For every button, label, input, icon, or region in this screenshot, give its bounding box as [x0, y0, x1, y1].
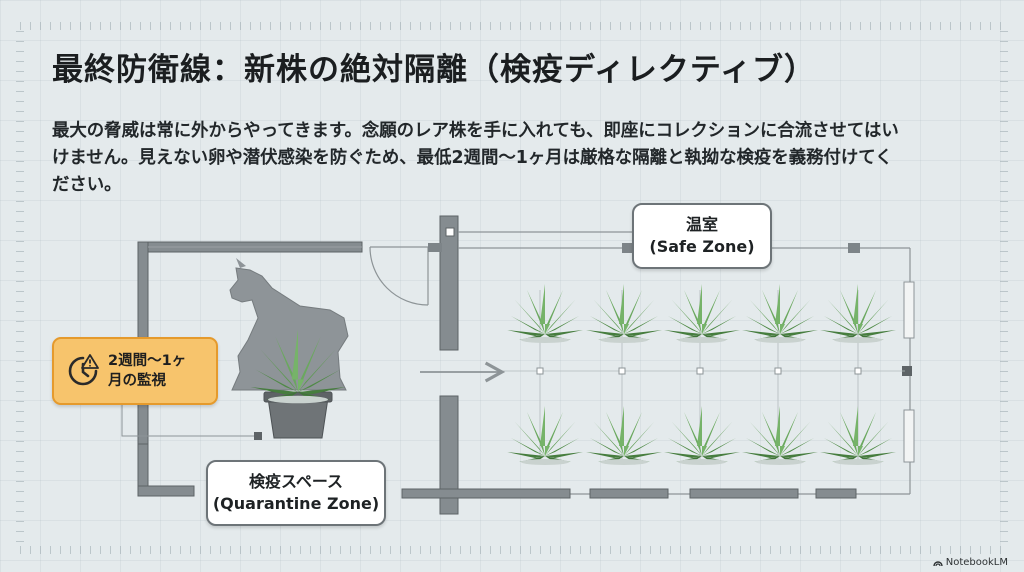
watermark-text: NotebookLM — [945, 557, 1008, 568]
greenhouse-name: 温室 — [685, 215, 718, 234]
agave-plant — [586, 406, 662, 465]
door-swing — [369, 246, 429, 306]
quarantine-subtitle: (Quarantine Zone) — [212, 494, 380, 513]
agave-plant — [586, 284, 662, 343]
agave-plant — [742, 406, 818, 465]
greenhouse-label: 温室 (Safe Zone) — [632, 203, 772, 269]
agave-plant — [742, 284, 818, 343]
slide-title: 最終防衛線：新株の絶対隔離（検疫ディレクティブ） — [52, 52, 816, 88]
body-line: けません。見えない卵や潜伏感染を防ぐため、最低2週間〜1ヶ月は厳格な隔離と執拗な… — [52, 148, 893, 168]
ruler-top — [20, 22, 1004, 30]
trojan-horse-icon — [229, 258, 349, 391]
ruler-bottom — [20, 546, 1004, 554]
quarantine-name: 検疫スペース — [248, 472, 344, 491]
body-line: ださい。 — [52, 175, 122, 195]
quarantine-label: 検疫スペース (Quarantine Zone) — [206, 460, 386, 526]
monitoring-period-text: 2週間〜1ヶ 月の監視 — [108, 351, 186, 391]
agave-plant — [664, 284, 740, 343]
agave-plant — [664, 406, 740, 465]
notebooklm-logo-icon — [933, 560, 943, 566]
greenhouse-outline — [401, 231, 915, 499]
quarantined-agave-pot — [250, 329, 346, 439]
body-text: 最大の脅威は常に外からやってきます。念願のレア株を手に入れても、即座にコレクショ… — [52, 118, 982, 199]
agave-plant — [507, 406, 583, 465]
monitoring-period-badge: 2週間〜1ヶ 月の監視 — [52, 337, 218, 405]
agave-plant — [507, 284, 583, 343]
notebooklm-watermark: NotebookLM — [933, 557, 1008, 568]
ruler-right — [1000, 30, 1008, 542]
monitor-line-2: 月の監視 — [108, 373, 166, 389]
ruler-left — [16, 30, 24, 542]
greenhouse-subtitle: (Safe Zone) — [649, 237, 755, 256]
clock-alert-icon — [68, 354, 99, 386]
body-line: 最大の脅威は常に外からやってきます。念願のレア株を手に入れても、即座にコレクショ… — [52, 121, 899, 141]
monitor-line-1: 2週間〜1ヶ — [108, 353, 187, 369]
partition-wall — [439, 215, 459, 515]
